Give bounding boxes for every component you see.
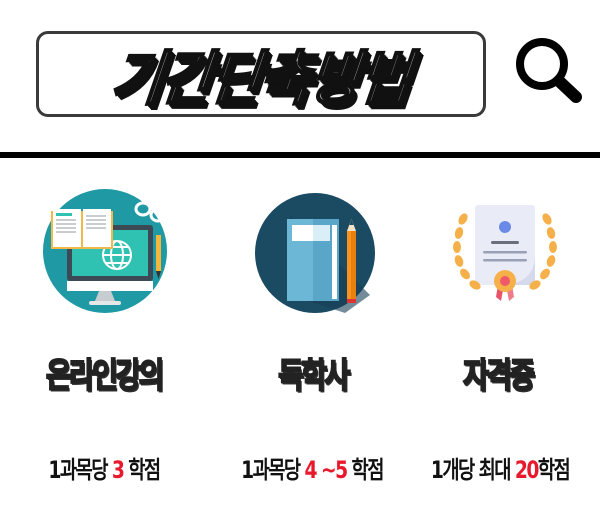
credit-prefix: 1과목당	[48, 456, 112, 484]
credit-self-study: 1과목당 4 ~5 학점	[226, 450, 398, 485]
method-online-lecture	[14, 185, 194, 315]
credit-highlight: 3	[111, 456, 125, 484]
credit-online-lecture: 1과목당 3 학점	[18, 450, 190, 485]
divider	[0, 152, 600, 158]
method-certificate	[410, 185, 590, 315]
certificate-icon	[435, 185, 565, 315]
method-label-online-lecture: 온라인강의	[45, 355, 165, 397]
credit-highlight: 4 ~5	[304, 456, 349, 484]
method-label-self-study: 독학사	[277, 355, 351, 397]
credit-certificate: 1개당 최대 20학점	[414, 450, 586, 485]
online-lecture-icon	[39, 185, 169, 315]
credit-suffix: 학점	[346, 456, 385, 484]
page-title: 기간단축방법	[107, 44, 414, 115]
credit-suffix: 학점	[537, 456, 571, 484]
method-self-study	[225, 185, 405, 315]
credit-prefix: 1과목당	[241, 456, 305, 484]
search-icon[interactable]	[510, 34, 590, 109]
credit-suffix: 학점	[123, 456, 161, 484]
self-study-icon	[250, 185, 380, 315]
search-box: 기간단축방법	[36, 31, 486, 117]
method-label-certificate: 자격증	[462, 355, 536, 397]
credit-highlight: 20	[514, 456, 540, 484]
credit-prefix: 1개당 최대	[430, 456, 515, 484]
